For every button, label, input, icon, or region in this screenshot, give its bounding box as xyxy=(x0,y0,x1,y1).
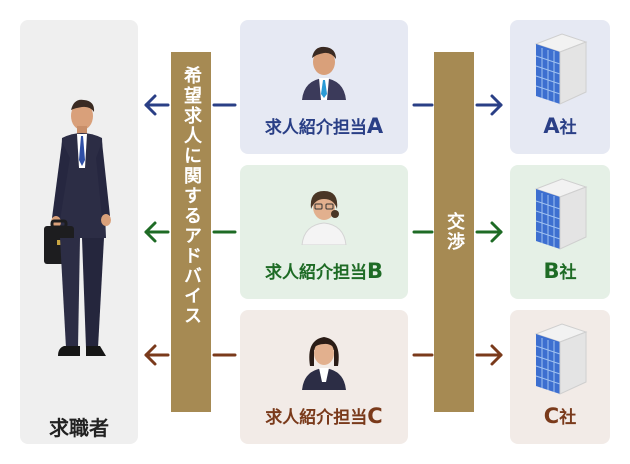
agent-panel-c: 求人紹介担当C xyxy=(240,310,408,444)
agent-label-c: 求人紹介担当C xyxy=(265,404,383,428)
company-label-c: C社 xyxy=(543,404,577,428)
office-building-icon xyxy=(534,323,588,395)
negotiation-bar: 交渉 xyxy=(434,52,474,412)
job-seeker-label: 求職者 xyxy=(49,416,109,440)
company-label-a: A社 xyxy=(543,114,577,138)
agent-panel-b: 求人紹介担当B xyxy=(240,165,408,299)
advice-bar: 希望求人に関するアドバイス xyxy=(171,52,211,412)
company-panel-c: C社 xyxy=(510,310,610,444)
agent-panel-a: 求人紹介担当A xyxy=(240,20,408,154)
arrow-agent-c-to-company-c xyxy=(412,344,503,366)
office-building-icon xyxy=(534,178,588,250)
arrow-agent-c-to-seeker xyxy=(144,344,237,366)
negotiation-bar-label: 交渉 xyxy=(444,212,465,252)
male-agent-avatar-icon xyxy=(302,46,346,100)
arrow-agent-a-to-seeker xyxy=(144,94,237,116)
businessman-icon xyxy=(44,99,111,356)
company-panel-b: B社 xyxy=(510,165,610,299)
company-label-b: B社 xyxy=(543,259,577,283)
female-agent-avatar-icon xyxy=(301,191,347,245)
arrow-agent-a-to-company-a xyxy=(412,94,503,116)
agent-label-b: 求人紹介担当B xyxy=(264,259,383,283)
arrow-agent-b-to-seeker xyxy=(144,221,237,243)
female-agent-avatar-icon xyxy=(302,337,346,390)
agent-label-a: 求人紹介担当A xyxy=(264,114,384,138)
arrow-agent-b-to-company-b xyxy=(412,221,503,243)
job-seeker-panel: 求職者 xyxy=(20,20,138,444)
company-panel-a: A社 xyxy=(510,20,610,154)
office-building-icon xyxy=(534,33,588,105)
advice-bar-label: 希望求人に関するアドバイス xyxy=(181,66,202,326)
